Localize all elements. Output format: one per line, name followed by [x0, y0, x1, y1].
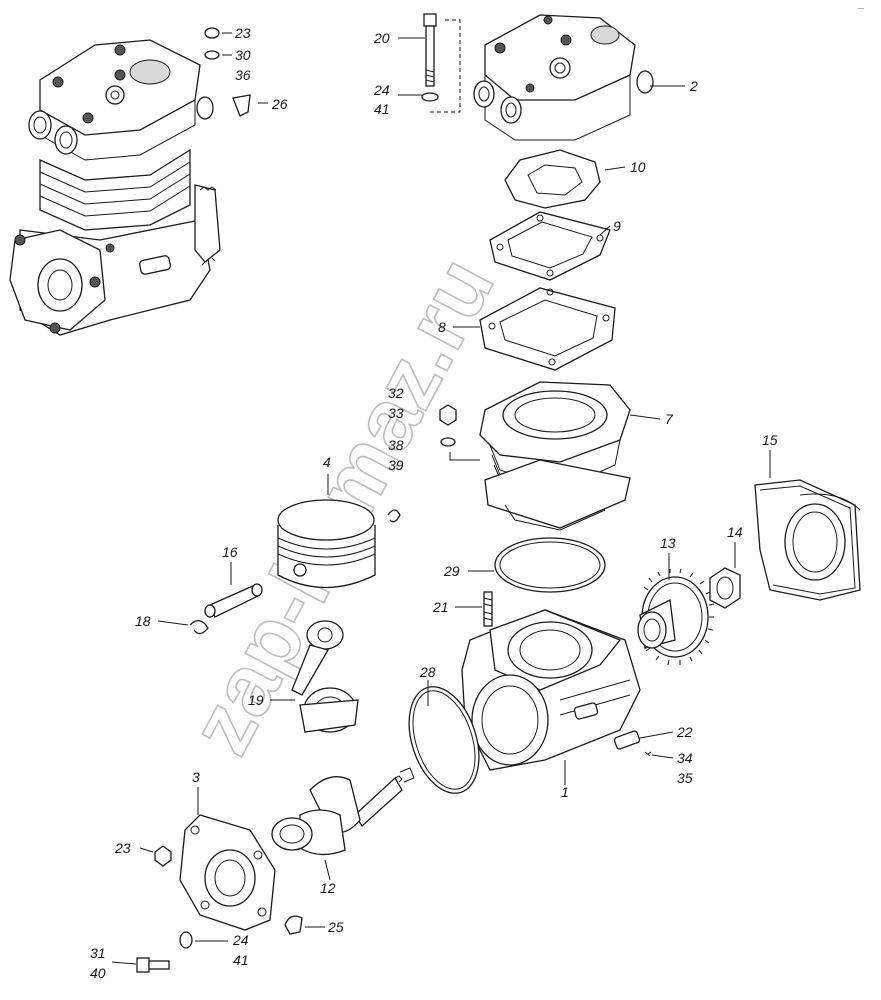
label-22: 22: [676, 724, 693, 740]
assembly-line-bolt: [430, 19, 461, 113]
part-38-washer: [440, 437, 456, 447]
label-23-top: 23: [234, 25, 251, 41]
label-34: 34: [677, 750, 693, 766]
part-13-gear: [637, 568, 715, 666]
label-4: 4: [323, 454, 331, 470]
part-26-clip: [232, 94, 251, 117]
part-12-crankshaft: [271, 767, 415, 856]
part-2-cylinder-head: [473, 14, 654, 141]
part-labels: 23 30 36 26 20 24 41 2 10 9 8 32 33 38 3…: [90, 25, 778, 981]
label-13: 13: [660, 535, 676, 551]
label-28: 28: [419, 664, 436, 680]
part-23-nut-bottom: [154, 845, 172, 867]
part-7-cylinder: [479, 381, 631, 531]
label-15: 15: [762, 432, 778, 448]
part-20-bolt: [423, 13, 437, 87]
corner-mark: —: [858, 6, 864, 12]
label-29: 29: [443, 563, 460, 579]
label-19: 19: [248, 692, 264, 708]
label-7: 7: [665, 411, 674, 427]
part-28-o-ring: [408, 686, 480, 794]
part-24-washer-top: [421, 92, 439, 102]
part-14-nut: [709, 567, 741, 609]
part-circlip-right: [387, 509, 401, 523]
part-9-gasket: [489, 211, 611, 281]
part-3-cover: [179, 814, 276, 931]
label-36: 36: [235, 67, 251, 83]
label-12: 12: [320, 880, 336, 896]
leader-38: [449, 452, 480, 461]
part-34-screw: [644, 751, 652, 757]
label-24-top: 24: [373, 82, 390, 98]
part-4-piston: [277, 499, 376, 589]
part-24-washer-bottom: [179, 931, 193, 949]
label-18: 18: [135, 613, 151, 629]
part-22-plate: [613, 730, 641, 750]
label-40: 40: [90, 965, 106, 981]
label-41-top: 41: [374, 101, 390, 117]
part-19-connecting-rod: [291, 620, 359, 733]
label-14: 14: [727, 524, 743, 540]
label-16: 16: [222, 544, 238, 560]
label-9: 9: [613, 218, 621, 234]
part-29-o-ring: [494, 537, 606, 593]
assembled-compressor: [9, 39, 221, 336]
leader-lines: [111, 32, 771, 965]
label-41-bottom: 41: [233, 952, 249, 968]
part-10-gasket: [504, 149, 601, 209]
part-16-piston-pin: [204, 583, 263, 618]
part-1-crankcase: [461, 609, 641, 771]
label-21: 21: [432, 599, 449, 615]
part-18-circlip: [189, 620, 209, 635]
part-31-bolt: [136, 957, 170, 973]
label-35: 35: [677, 770, 693, 786]
label-23-bottom: 23: [114, 840, 131, 856]
label-30: 30: [235, 47, 251, 63]
label-2: 2: [689, 78, 698, 94]
part-21-stud: [483, 591, 493, 627]
label-39: 39: [388, 457, 404, 473]
part-30-washer: [204, 50, 220, 60]
part-8-gasket: [479, 287, 616, 371]
label-10: 10: [630, 159, 646, 175]
part-25-clip: [284, 915, 303, 935]
label-25: 25: [327, 919, 344, 935]
label-1: 1: [561, 784, 569, 800]
label-3: 3: [192, 769, 200, 785]
label-33: 33: [388, 405, 404, 421]
label-24-bottom: 24: [232, 932, 249, 948]
part-23-nut-top: [204, 27, 220, 39]
label-20: 20: [373, 30, 390, 46]
label-8: 8: [438, 319, 446, 335]
label-32: 32: [388, 385, 404, 401]
label-26: 26: [271, 96, 288, 112]
part-32-nut: [439, 404, 457, 426]
label-31: 31: [90, 945, 106, 961]
part-15-adapter: [754, 479, 861, 601]
label-38: 38: [388, 437, 404, 453]
